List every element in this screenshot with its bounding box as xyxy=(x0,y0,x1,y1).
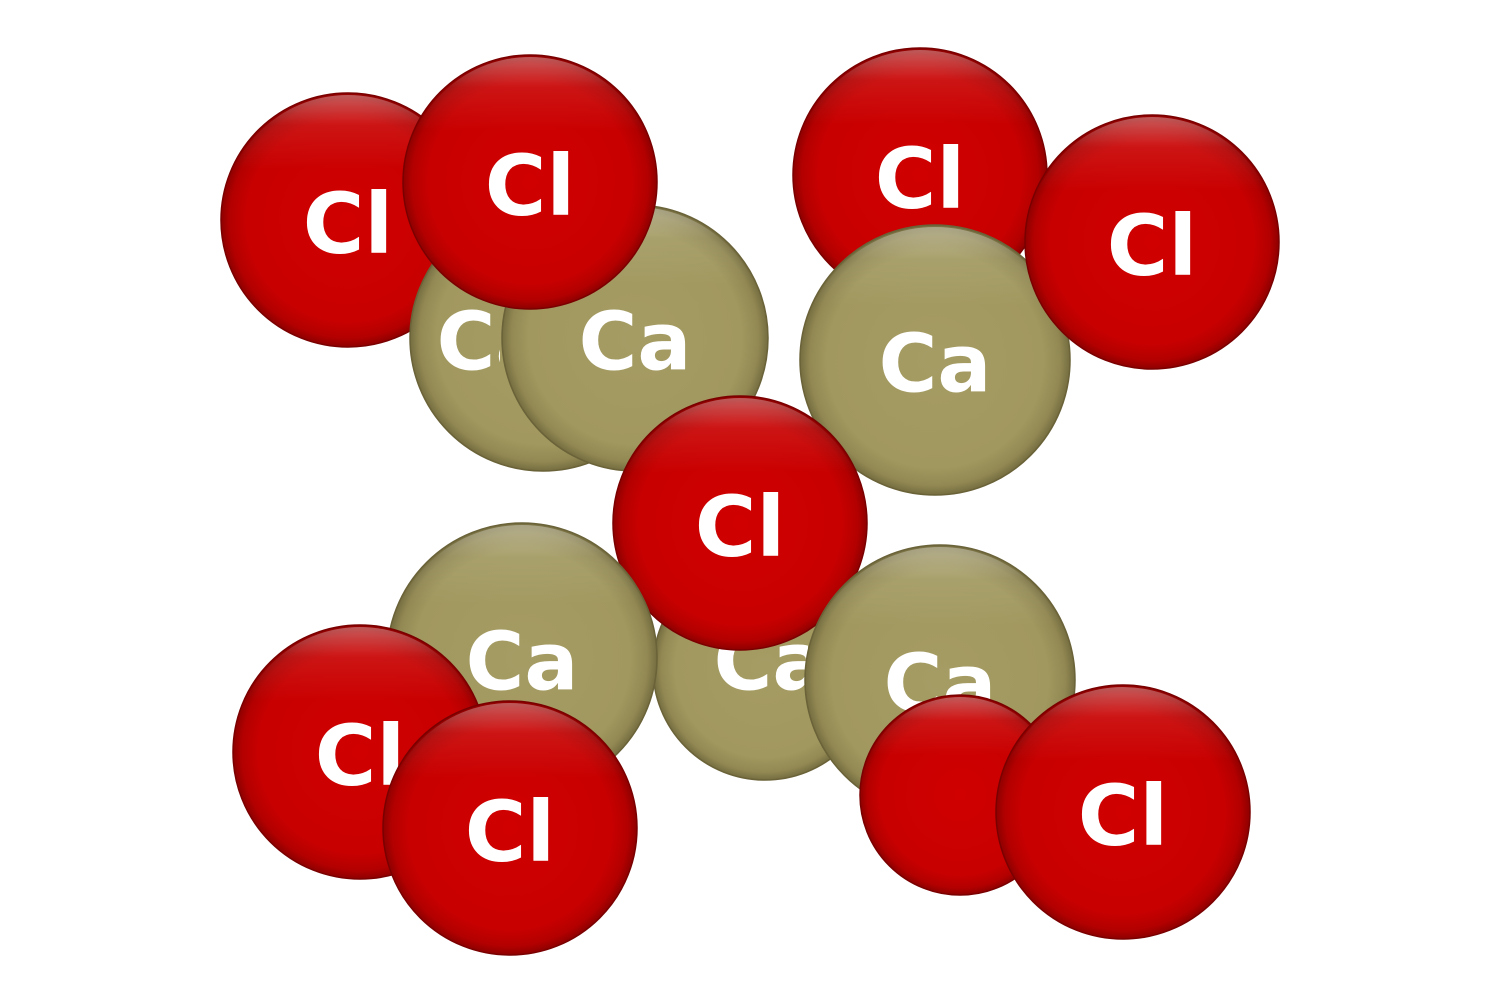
chlorine-label: Cl xyxy=(1078,767,1168,865)
calcium-label: Ca xyxy=(466,616,579,709)
calcium-label: Ca xyxy=(579,296,692,389)
sphere-highlight xyxy=(802,227,1068,493)
chlorine-label: Cl xyxy=(875,130,965,228)
chlorine-label: Cl xyxy=(1107,197,1197,295)
chlorine-label: Cl xyxy=(303,175,393,273)
sphere-highlight xyxy=(998,687,1248,937)
sphere-highlight xyxy=(385,703,635,953)
sphere-highlight xyxy=(615,398,865,648)
chlorine-label: Cl xyxy=(695,478,785,576)
chlorine-atom-3: Cl xyxy=(402,54,658,310)
calcium-label-partial: Ca xyxy=(437,296,550,389)
chlorine-atom-8: Cl xyxy=(612,395,868,651)
sphere-highlight xyxy=(405,57,655,307)
chlorine-atom-6: Cl xyxy=(1024,114,1280,370)
sphere-highlight xyxy=(1027,117,1277,367)
calcium-label: Ca xyxy=(879,318,992,411)
calcium-atom-5: Ca xyxy=(799,224,1071,496)
chlorine-label: Cl xyxy=(485,137,575,235)
chlorine-label: Cl xyxy=(465,783,555,881)
chlorine-atom-14: Cl xyxy=(995,684,1251,940)
chlorine-atom-11: Cl xyxy=(382,700,638,956)
